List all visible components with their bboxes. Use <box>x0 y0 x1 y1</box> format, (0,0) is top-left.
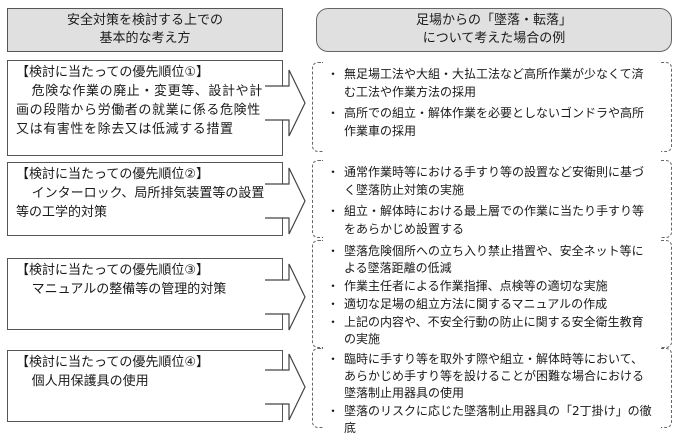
example-item: ・ 臨時に手すり等を取外す際や組立・解体時等において、あらかじめ手すり等を設ける… <box>322 351 654 402</box>
example-item: ・ 高所での組立・解体作業を必要としないゴンドラや高所作業車の採用 <box>322 104 654 140</box>
example-item: ・ 上記の内容や、不安全行動の防止に関する安全衛生教育の実施 <box>322 314 654 348</box>
bullet: ・ <box>326 352 339 366</box>
example-text: 墜落危険個所への立ち入り禁止措置や、安全ネット等による墜落距離の低減 <box>344 244 644 275</box>
bracket-right <box>661 240 672 348</box>
bullet: ・ <box>326 297 339 311</box>
right-header-line2: について考えた場合の例 <box>422 31 566 46</box>
example-text: 臨時に手すり等を取外す際や組立・解体時等において、あらかじめ手すり等を設けること… <box>344 352 645 400</box>
example-item: ・ 組立・解体時における最上層での作業に当たり手すり等をあらかじめ設置する <box>322 202 654 238</box>
priority-3-body: マニュアルの整備等の管理的対策 <box>31 282 227 297</box>
priority-1-examples: ・ 無足場工法や大組・大払工法など高所作業が少なくて済む工法や作業方法の採用 ・… <box>312 62 672 152</box>
bullet: ・ <box>326 204 339 218</box>
priority-2-box: 【検討に当たっての優先順位②】 インターロック、局所排気装置等の設置等の工学的対… <box>7 162 283 236</box>
example-text: 通常作業時等における手すり等の設置など安衛則に基づく墜落防止対策の実施 <box>344 165 645 197</box>
example-item: ・ 適切な足場の組立方法に関するマニュアルの作成 <box>322 296 654 313</box>
priority-1-body: 危険な作業の廃止・変更等、設計や計画の段階から労働者の就業に係る危険性又は有害性… <box>16 84 263 137</box>
example-text: 作業主任者による作業指揮、点検等の適切な実施 <box>344 279 608 293</box>
example-item: ・ 墜落危険個所への立ち入り禁止措置や、安全ネット等による墜落距離の低減 <box>322 243 654 277</box>
left-header-line2: 基本的な考え方 <box>99 31 191 46</box>
left-header-line1: 安全対策を検討する上での <box>66 13 223 28</box>
example-text: 墜落のリスクに応じた墜落制止用器具の「2丁掛け」の徹底 <box>344 404 652 435</box>
left-header: 安全対策を検討する上での 基本的な考え方 <box>7 8 283 52</box>
bracket-left <box>312 62 323 152</box>
priority-2-title: 【検討に当たっての優先順位②】 <box>16 167 210 182</box>
bullet: ・ <box>326 279 339 293</box>
priority-2-body: インターロック、局所排気装置等の設置等の工学的対策 <box>16 186 265 220</box>
example-text: 組立・解体時における最上層での作業に当たり手すり等をあらかじめ設置する <box>344 204 645 236</box>
priority-4-body: 個人用保護具の使用 <box>31 374 149 389</box>
arrow-right-icon <box>265 353 306 421</box>
right-header: 足場からの「墜落・転落」 について考えた場合の例 <box>316 8 672 52</box>
bracket-left <box>312 348 323 428</box>
right-header-line1: 足場からの「墜落・転落」 <box>415 13 572 28</box>
left-column: 安全対策を検討する上での 基本的な考え方 <box>7 8 283 52</box>
priority-1-box: 【検討に当たっての優先順位①】 危険な作業の廃止・変更等、設計や計画の段階から労… <box>7 60 283 156</box>
priority-3-examples: ・ 墜落危険個所への立ち入り禁止措置や、安全ネット等による墜落距離の低減 ・ 作… <box>312 240 672 348</box>
bracket-right <box>661 160 672 238</box>
priority-4-box: 【検討に当たっての優先順位④】 個人用保護具の使用 <box>7 350 283 422</box>
arrow-right-icon <box>265 167 306 235</box>
priority-1-title: 【検討に当たっての優先順位①】 <box>16 65 210 80</box>
example-item: ・ 作業主任者による作業指揮、点検等の適切な実施 <box>322 278 654 295</box>
priority-4-title: 【検討に当たっての優先順位④】 <box>16 355 210 370</box>
example-text: 無足場工法や大組・大払工法など高所作業が少なくて済む工法や作業方法の採用 <box>344 67 644 99</box>
priority-3-box: 【検討に当たっての優先順位③】 マニュアルの整備等の管理的対策 <box>7 258 283 330</box>
bullet: ・ <box>326 67 339 81</box>
example-text: 適切な足場の組立方法に関するマニュアルの作成 <box>344 297 608 311</box>
bracket-right <box>661 348 672 428</box>
arrow-right-icon <box>265 263 306 331</box>
bullet: ・ <box>326 315 339 329</box>
example-text: 高所での組立・解体作業を必要としないゴンドラや高所作業車の採用 <box>344 106 645 138</box>
bullet: ・ <box>326 404 339 418</box>
bracket-right <box>661 62 672 152</box>
example-item: ・ 通常作業時等における手すり等の設置など安衛則に基づく墜落防止対策の実施 <box>322 163 654 199</box>
bullet: ・ <box>326 165 339 179</box>
example-item: ・ 無足場工法や大組・大払工法など高所作業が少なくて済む工法や作業方法の採用 <box>322 65 654 101</box>
priority-2-examples: ・ 通常作業時等における手すり等の設置など安衛則に基づく墜落防止対策の実施 ・ … <box>312 160 672 238</box>
arrow-right-icon <box>265 69 306 137</box>
bullet: ・ <box>326 244 339 258</box>
bracket-left <box>312 240 323 348</box>
example-text: 上記の内容や、不安全行動の防止に関する安全衛生教育の実施 <box>344 315 644 346</box>
priority-3-title: 【検討に当たっての優先順位③】 <box>16 263 210 278</box>
example-item: ・ 墜落のリスクに応じた墜落制止用器具の「2丁掛け」の徹底 <box>322 403 654 437</box>
bullet: ・ <box>326 106 339 120</box>
priority-4-examples: ・ 臨時に手すり等を取外す際や組立・解体時等において、あらかじめ手すり等を設ける… <box>312 348 672 435</box>
bracket-left <box>312 160 323 238</box>
